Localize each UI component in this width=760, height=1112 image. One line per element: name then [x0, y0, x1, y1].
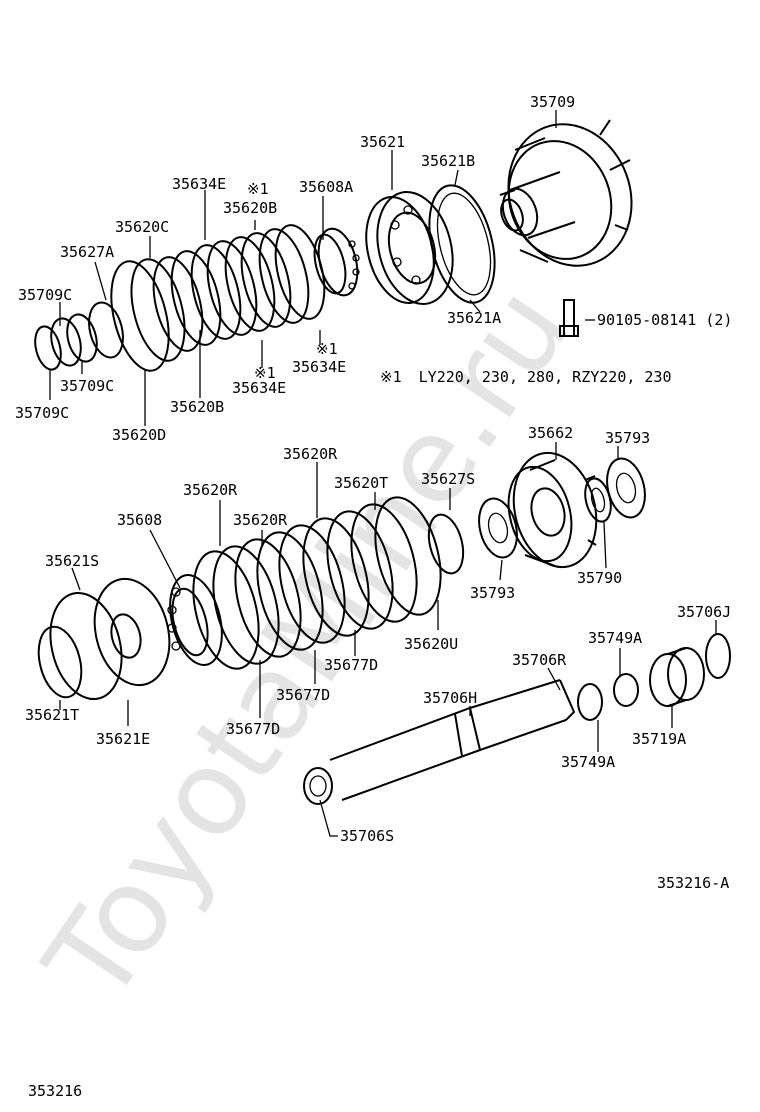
page-code: 353216	[28, 1082, 82, 1100]
label-35709C-c: 35709C	[15, 404, 69, 422]
label-35620R-b: 35620R	[183, 481, 238, 499]
label-35620R-a: 35620R	[283, 445, 338, 463]
label-35608A: 35608A	[299, 178, 353, 196]
seal-35621S	[49, 591, 123, 701]
label-35719A: 35719A	[632, 730, 686, 748]
washer-35793-right	[606, 457, 646, 519]
piston-35621E	[93, 577, 171, 687]
label-35620R-c: 35620R	[233, 511, 288, 529]
snap-ring-35627S	[427, 513, 465, 575]
bolt-90105	[559, 299, 579, 337]
ref-mark-top: ※1	[247, 180, 269, 198]
label-35620B-bot: 35620B	[170, 398, 224, 416]
piston-35621	[365, 191, 454, 305]
gear-35719A	[649, 647, 705, 707]
rings-35709C	[34, 313, 98, 371]
label-35621S: 35621S	[45, 552, 99, 570]
ring-35749A-left	[577, 683, 603, 721]
clutch-35608A	[313, 227, 360, 297]
label-35706J: 35706J	[677, 603, 731, 621]
label-35677D-b: 35677D	[276, 686, 330, 704]
label-35793-b: 35793	[470, 584, 515, 602]
ring-35749A-right	[613, 673, 639, 707]
label-35621A: 35621A	[447, 309, 501, 327]
label-35621: 35621	[360, 133, 405, 151]
label-35620B-top: 35620B	[223, 199, 277, 217]
label-35608: 35608	[117, 511, 162, 529]
lower-leaders	[59, 442, 717, 837]
label-35662: 35662	[528, 424, 573, 442]
label-35634E-mid: 35634E	[232, 379, 286, 397]
label-35620U: 35620U	[404, 635, 458, 653]
label-35709: 35709	[530, 93, 575, 111]
label-35677D-c: 35677D	[226, 720, 280, 738]
label-35749A-a: 35749A	[588, 629, 642, 647]
label-35621B: 35621B	[421, 152, 475, 170]
label-35620D: 35620D	[112, 426, 166, 444]
label-35627S: 35627S	[421, 470, 475, 488]
label-35706H: 35706H	[423, 689, 477, 707]
label-35620T: 35620T	[334, 474, 388, 492]
bearing-35790	[584, 477, 612, 523]
label-90105: 90105-08141 (2)	[597, 311, 732, 329]
clutch-pack-upper	[110, 224, 326, 372]
label-35706S: 35706S	[340, 827, 394, 845]
label-35634E-top: 35634E	[172, 175, 226, 193]
label-35790: 35790	[577, 569, 622, 587]
upper-leaders	[49, 110, 595, 426]
label-35621E: 35621E	[96, 730, 150, 748]
label-35706R: 35706R	[512, 651, 567, 669]
label-35793-a: 35793	[605, 429, 650, 447]
label-35634E-right: 35634E	[292, 358, 346, 376]
label-35620C: 35620C	[115, 218, 169, 236]
seal-35621T	[37, 625, 83, 699]
footnote-text: LY220, 230, 280, RZY220, 230	[419, 368, 672, 386]
carrier-35662	[507, 451, 598, 569]
snap-ring-35627A	[88, 301, 124, 359]
footnote: ※1 LY220, 230, 280, RZY220, 230	[380, 368, 672, 386]
label-35627A: 35627A	[60, 243, 114, 261]
ring-35621B	[428, 184, 496, 304]
label-35709C-b: 35709C	[60, 377, 114, 395]
label-35677D-a: 35677D	[324, 656, 378, 674]
drum-35709	[499, 119, 633, 267]
diagram-code: 353216-A	[657, 874, 729, 892]
washer-35793-left	[478, 497, 518, 559]
label-35621T: 35621T	[25, 706, 79, 724]
bearing-35706J	[705, 633, 731, 679]
ref-mark-mid: ※1	[254, 364, 276, 382]
clutch-35608	[167, 573, 223, 667]
ref-mark-right: ※1	[316, 340, 338, 358]
label-35709C-a: 35709C	[18, 286, 72, 304]
footnote-mark: ※1	[380, 368, 402, 386]
label-35749A-b: 35749A	[561, 753, 615, 771]
